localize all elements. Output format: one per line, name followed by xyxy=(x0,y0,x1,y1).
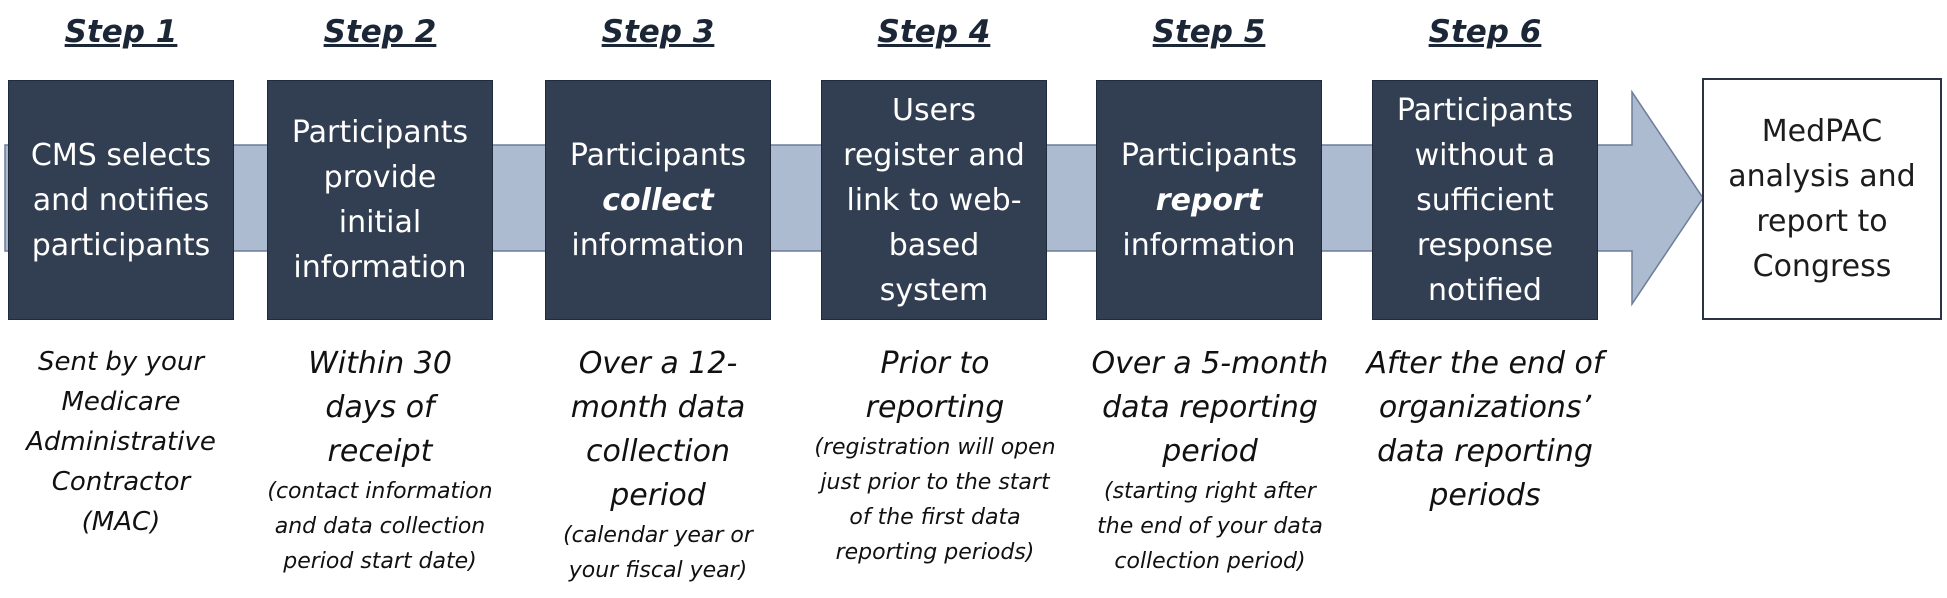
step-4-box-line: based xyxy=(888,227,980,263)
final-box-line: MedPAC xyxy=(1761,114,1883,149)
step-4-box-line: register and xyxy=(843,137,1025,173)
step-5-note-main: Over a 5-month data reporting period xyxy=(1091,346,1329,469)
step-1-box-line: CMS selects xyxy=(30,137,212,173)
step-4-box-line: Users xyxy=(891,92,976,128)
step-4-note-main: Prior to reporting xyxy=(865,346,1005,425)
step-2-note: Within 30 days of receipt (contact infor… xyxy=(248,342,512,579)
step-2-heading: Step 2 xyxy=(323,14,437,50)
step-3-note-main: Over a 12-month data collection period xyxy=(570,346,746,513)
final-box-line: report to xyxy=(1756,204,1888,239)
step-2-note-sub: (contact information and data collection… xyxy=(267,479,493,574)
final-box-line: analysis and xyxy=(1728,159,1916,194)
step-4-box-line: link to web- xyxy=(846,182,1022,218)
step-4-box-line: system xyxy=(879,272,989,308)
step-6-note: After the end of organizations’ data rep… xyxy=(1352,342,1618,518)
step-3-box-line: collect xyxy=(570,178,746,223)
step-6-box: Participants without a sufficient respon… xyxy=(1372,80,1598,320)
step-1-note: Sent by your Medicare Administrative Con… xyxy=(0,342,246,542)
step-5-note-sub: (starting right after the end of your da… xyxy=(1097,479,1323,574)
final-box-line: Congress xyxy=(1752,249,1892,284)
step-4-heading: Step 4 xyxy=(877,14,991,50)
step-3-emphasis: collect xyxy=(602,182,714,218)
step-3-note: Over a 12-month data collection period (… xyxy=(530,342,786,588)
step-5-box-line: Participants xyxy=(1120,137,1298,173)
step-6-box-line: Participants xyxy=(1396,92,1574,128)
medpac-report-box: MedPAC analysis and report to Congress xyxy=(1702,78,1942,320)
step-5-heading: Step 5 xyxy=(1152,14,1266,50)
step-3-note-sub: (calendar year or your fiscal year) xyxy=(563,523,753,583)
step-4-note-sub: (registration will open just prior to th… xyxy=(814,435,1056,565)
step-5-note: Over a 5-month data reporting period (st… xyxy=(1078,342,1342,579)
step-3-box-line: information xyxy=(571,227,745,263)
step-6-heading: Step 6 xyxy=(1428,14,1542,50)
step-6-box-line: without a xyxy=(1414,137,1556,173)
step-2-note-main: Within 30 days of receipt xyxy=(308,346,452,469)
step-1-note-main: Sent by your Medicare Administrative Con… xyxy=(26,347,216,537)
step-3-box-line: Participants xyxy=(569,137,747,173)
step-2-box-line: Participants xyxy=(291,115,469,150)
step-4-note: Prior to reporting (registration will op… xyxy=(804,342,1066,570)
step-3-heading: Step 3 xyxy=(601,14,715,50)
step-5-box-line: report xyxy=(1121,178,1297,223)
step-2-box: Participants provide initial information xyxy=(267,80,493,320)
step-6-box-line: response xyxy=(1416,227,1554,263)
step-3-box: Participants collect information xyxy=(545,80,771,320)
step-6-note-main: After the end of organizations’ data rep… xyxy=(1366,346,1604,513)
step-6-box-line: sufficient xyxy=(1416,182,1554,218)
step-5-emphasis: report xyxy=(1155,182,1263,218)
step-1-heading: Step 1 xyxy=(64,14,178,50)
step-6-box-line: notified xyxy=(1428,272,1542,308)
step-2-box-line: initial xyxy=(338,205,422,240)
step-2-box-line: information xyxy=(293,250,467,285)
step-5-box-line: information xyxy=(1122,227,1296,263)
step-1-box-line: participants xyxy=(31,227,211,263)
step-4-box: Users register and link to web- based sy… xyxy=(821,80,1047,320)
step-1-box: CMS selects and notifies participants xyxy=(8,80,234,320)
step-1-box-line: and notifies xyxy=(32,182,210,218)
step-5-box: Participants report information xyxy=(1096,80,1322,320)
step-2-box-line: provide xyxy=(323,160,437,195)
